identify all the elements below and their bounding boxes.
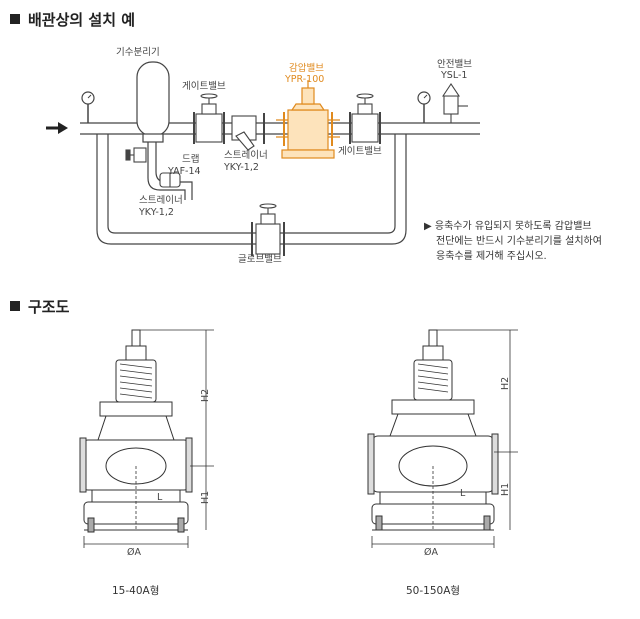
reducing-valve-icon — [276, 80, 340, 159]
dimension-lines-small — [83, 329, 214, 548]
dim-dia-large: ØA — [424, 547, 438, 558]
note-line: 전단에는 반드시 기수분리기를 설치하여 — [436, 236, 602, 247]
caption-large: 50-150A형 — [406, 585, 461, 597]
gate-valve-icon — [349, 93, 381, 144]
gate-valve-2-label: 게이트밸브 — [338, 146, 382, 157]
valve-drawing-small — [79, 329, 193, 533]
dim-l-small: L — [157, 492, 163, 503]
safety-valve-icon — [441, 83, 468, 123]
dim-l-large: L — [460, 488, 466, 499]
separator-label: 기수분리기 — [116, 47, 160, 58]
gate-valve-1-label: 게이트밸브 — [182, 81, 226, 92]
caption-small: 15-40A형 — [112, 585, 160, 597]
dimension-lines-large — [371, 329, 518, 548]
gate-valve-icon — [193, 93, 225, 144]
safety-valve-model: YSL-1 — [440, 70, 467, 81]
reducing-valve-model: YPR-100 — [284, 74, 324, 85]
dim-h1-large: H1 — [500, 483, 511, 496]
square-bullet-icon — [10, 301, 20, 311]
pressure-gauge-icon — [81, 91, 95, 123]
dim-h1-small: H1 — [200, 491, 211, 504]
reducing-valve-name: 감압밸브 — [289, 62, 324, 74]
globe-valve-icon — [251, 203, 285, 256]
trap-name: 드랩 — [182, 153, 199, 165]
strainer-2-model: YKY-1,2 — [138, 207, 174, 218]
strainer-1-model: YKY-1,2 — [223, 162, 259, 173]
steam-trap-icon — [159, 172, 181, 188]
strainer-1-name: 스트레이너 — [224, 150, 268, 161]
piping-title-text: 배관상의 설치 예 — [28, 11, 136, 29]
inlet-arrow-icon — [46, 122, 68, 134]
square-bullet-icon — [10, 14, 20, 24]
note-line: ▶ 응축수가 유입되지 못하도록 감압밸브 — [424, 221, 592, 232]
dim-h2-large: H2 — [500, 377, 511, 390]
safety-valve-name: 안전밸브 — [437, 59, 472, 70]
strainer-icon — [231, 115, 257, 151]
piping-section-title: 배관상의 설치 예 — [10, 9, 135, 30]
structure-section-title: 구조도 — [10, 296, 69, 317]
installation-note: ▶ 응축수가 유입되지 못하도록 감압밸브 전단에는 반드시 기수분리기를 설치… — [424, 219, 602, 264]
dim-dia-small: ØA — [127, 547, 141, 558]
pressure-gauge-icon — [417, 91, 431, 123]
note-line: 응축수를 제거해 주십시오. — [436, 251, 547, 262]
separator-icon — [136, 61, 170, 143]
piping-diagram: 기수분리기 게이트밸브 스트레이너 YKY-1,2 감압밸브 YPR-100 — [46, 47, 480, 265]
structure-title-text: 구조도 — [28, 298, 70, 316]
drain-valve-icon — [125, 147, 147, 163]
valve-drawing-large — [367, 329, 499, 531]
dim-h2-small: H2 — [200, 389, 211, 402]
strainer-2-name: 스트레이너 — [139, 195, 183, 206]
trap-model: YAF-14 — [167, 166, 201, 177]
globe-valve-label: 글로브밸브 — [238, 254, 282, 265]
